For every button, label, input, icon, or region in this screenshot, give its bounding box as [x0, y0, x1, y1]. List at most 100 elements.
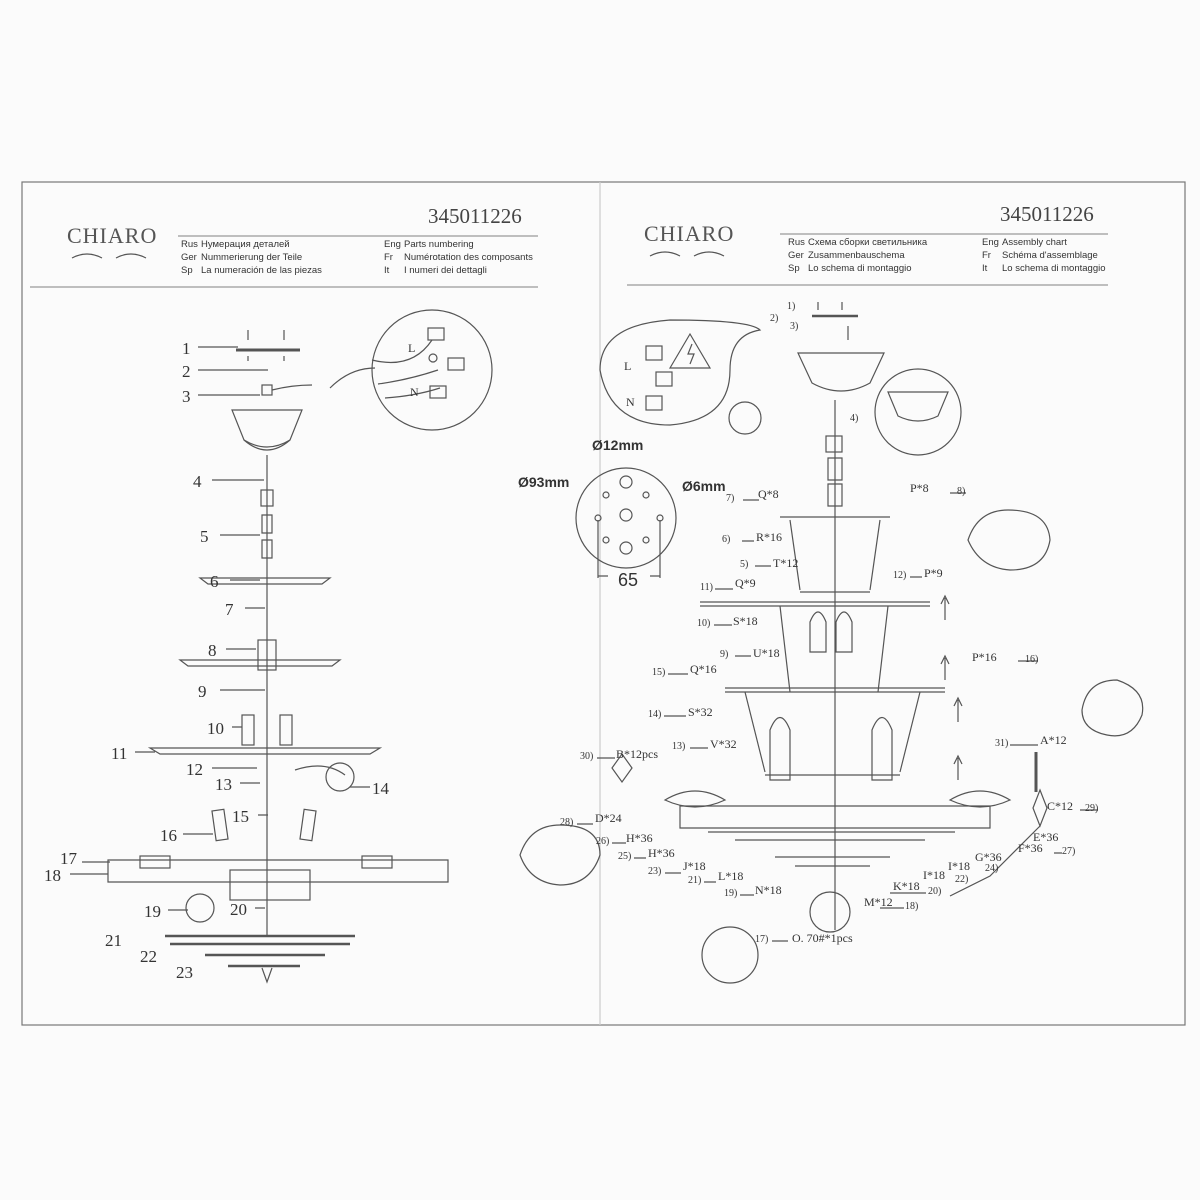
callout-part-quantity: A*12 — [1040, 733, 1067, 747]
part-number-5: 5 — [200, 527, 209, 546]
part-number-9: 9 — [198, 682, 207, 701]
title-lang-code: Eng — [384, 239, 401, 250]
callout-number: 2) — [770, 313, 779, 324]
callout-part-quantity: P*9 — [924, 566, 943, 580]
title-text: Parts numbering — [404, 239, 474, 250]
callout-number: 19) — [724, 888, 738, 899]
right-assembly-drawing — [519, 302, 1144, 984]
callout-number: 7) — [726, 493, 735, 504]
mounting-plate — [575, 467, 677, 569]
callout-part-quantity: M*12 — [864, 895, 893, 909]
callout-part-quantity: E*36 — [1033, 830, 1059, 844]
callout-part-quantity: D*24 — [595, 811, 622, 825]
title-lang-code: Rus — [181, 239, 198, 250]
logo-flourish — [649, 251, 725, 257]
title-text: Schéma d'assemblage — [1002, 250, 1098, 261]
callout-number: 10) — [697, 618, 711, 629]
title-text: Lo schema di montaggio — [1002, 263, 1106, 274]
callout-number: 13) — [672, 741, 686, 752]
part-number-8: 8 — [208, 641, 217, 660]
callout-part-quantity: G*36 — [975, 850, 1002, 864]
callout-part-quantity: C*12 — [1047, 799, 1074, 813]
callout-part-quantity: T*12 — [773, 556, 799, 570]
callout-part-quantity: N*18 — [755, 883, 782, 897]
callout-number: 28) — [560, 817, 574, 828]
callout-number: 11) — [700, 582, 713, 593]
product-code: 345011226 — [1000, 202, 1094, 226]
title-text: Zusammenbauschema — [808, 250, 905, 261]
hole-small-dimension: Ø6mm — [682, 478, 726, 494]
callout-part-quantity: B*12pcs — [616, 747, 658, 761]
callout-number: 1) — [787, 301, 796, 312]
callout-part-quantity: P*16 — [972, 650, 997, 664]
part-number-14: 14 — [372, 779, 389, 798]
part-number-10: 10 — [207, 719, 224, 738]
callout-number: 24) — [985, 863, 999, 874]
title-text: La numeración de las piezas — [201, 265, 322, 276]
part-number-23: 23 — [176, 963, 193, 982]
title-lang-code: Ger — [181, 252, 197, 263]
part-number-16: 16 — [160, 826, 177, 845]
part-number-4: 4 — [193, 472, 202, 491]
callout-number: 18) — [905, 901, 919, 912]
brand-logo: CHIARO — [644, 221, 735, 246]
title-text: I numeri dei dettagli — [404, 265, 487, 276]
callout-part-quantity: K*18 — [893, 879, 920, 893]
title-lang-code: Ger — [788, 250, 804, 261]
callout-part-quantity: I*18 — [948, 859, 970, 873]
part-number-22: 22 — [140, 947, 157, 966]
hole-large-dimension: Ø12mm — [592, 437, 644, 453]
part-number-12: 12 — [186, 760, 203, 779]
part-number-13: 13 — [215, 775, 232, 794]
callout-number: 26) — [596, 836, 610, 847]
callout-number: 6) — [722, 534, 731, 545]
callout-part-quantity: H*36 — [648, 846, 675, 860]
callout-part-quantity: R*16 — [756, 530, 783, 544]
part-number-17: 17 — [60, 849, 77, 868]
hole-spacing-dimension: 65 — [618, 570, 639, 590]
callout-number: 4) — [850, 413, 859, 424]
title-lang-code: Fr — [384, 252, 393, 263]
callout-part-quantity: O. 70#*1pcs — [792, 931, 853, 945]
logo-flourish — [71, 253, 147, 259]
callout-part-quantity: Q*9 — [735, 576, 756, 590]
callout-part-quantity: Q*8 — [758, 487, 779, 501]
part-number-2: 2 — [182, 362, 191, 381]
part-number-1: 1 — [182, 339, 191, 358]
callout-number: 22) — [955, 874, 969, 885]
callout-part-quantity: J*18 — [683, 859, 706, 873]
part-number-7: 7 — [225, 600, 234, 619]
callout-number: 3) — [790, 321, 799, 332]
part-number-3: 3 — [182, 387, 191, 406]
title-text: Numérotation des composants — [404, 252, 533, 263]
sheet-border — [21, 181, 1186, 1026]
callout-part-quantity: L*18 — [718, 869, 744, 883]
callout-number: 20) — [928, 886, 942, 897]
callout-part-quantity: V*32 — [710, 737, 737, 751]
wire-label-neutral: N — [626, 395, 635, 409]
part-number-11: 11 — [111, 744, 128, 763]
title-lang-code: Fr — [982, 250, 991, 261]
crystal-ball — [809, 891, 851, 933]
callout-part-quantity: S*18 — [733, 614, 758, 628]
wire-label-live: L — [408, 341, 416, 355]
callout-number: 9) — [720, 649, 729, 660]
callout-number: 12) — [893, 570, 907, 581]
left-chandelier-parts — [70, 309, 493, 984]
callout-part-quantity: H*36 — [626, 831, 653, 845]
title-lang-code: It — [982, 263, 988, 274]
callout-part-quantity: U*18 — [753, 646, 780, 660]
callout-part-quantity: S*32 — [688, 705, 713, 719]
callout-number: 23) — [648, 866, 662, 877]
title-text: Nummerierung der Teile — [201, 252, 303, 263]
title-lang-code: Rus — [788, 237, 805, 248]
plate-diameter-dimension: Ø93mm — [518, 474, 570, 490]
callout-part-quantity: I*18 — [923, 868, 945, 882]
title-text: Нумерация деталей — [201, 239, 290, 250]
callout-number: 17) — [755, 934, 769, 945]
callout-number: 25) — [618, 851, 632, 862]
part-number-15: 15 — [232, 807, 249, 826]
callout-part-quantity: P*8 — [910, 481, 929, 495]
wire-label-neutral: N — [410, 385, 419, 399]
callout-part-quantity: F*36 — [1018, 841, 1043, 855]
